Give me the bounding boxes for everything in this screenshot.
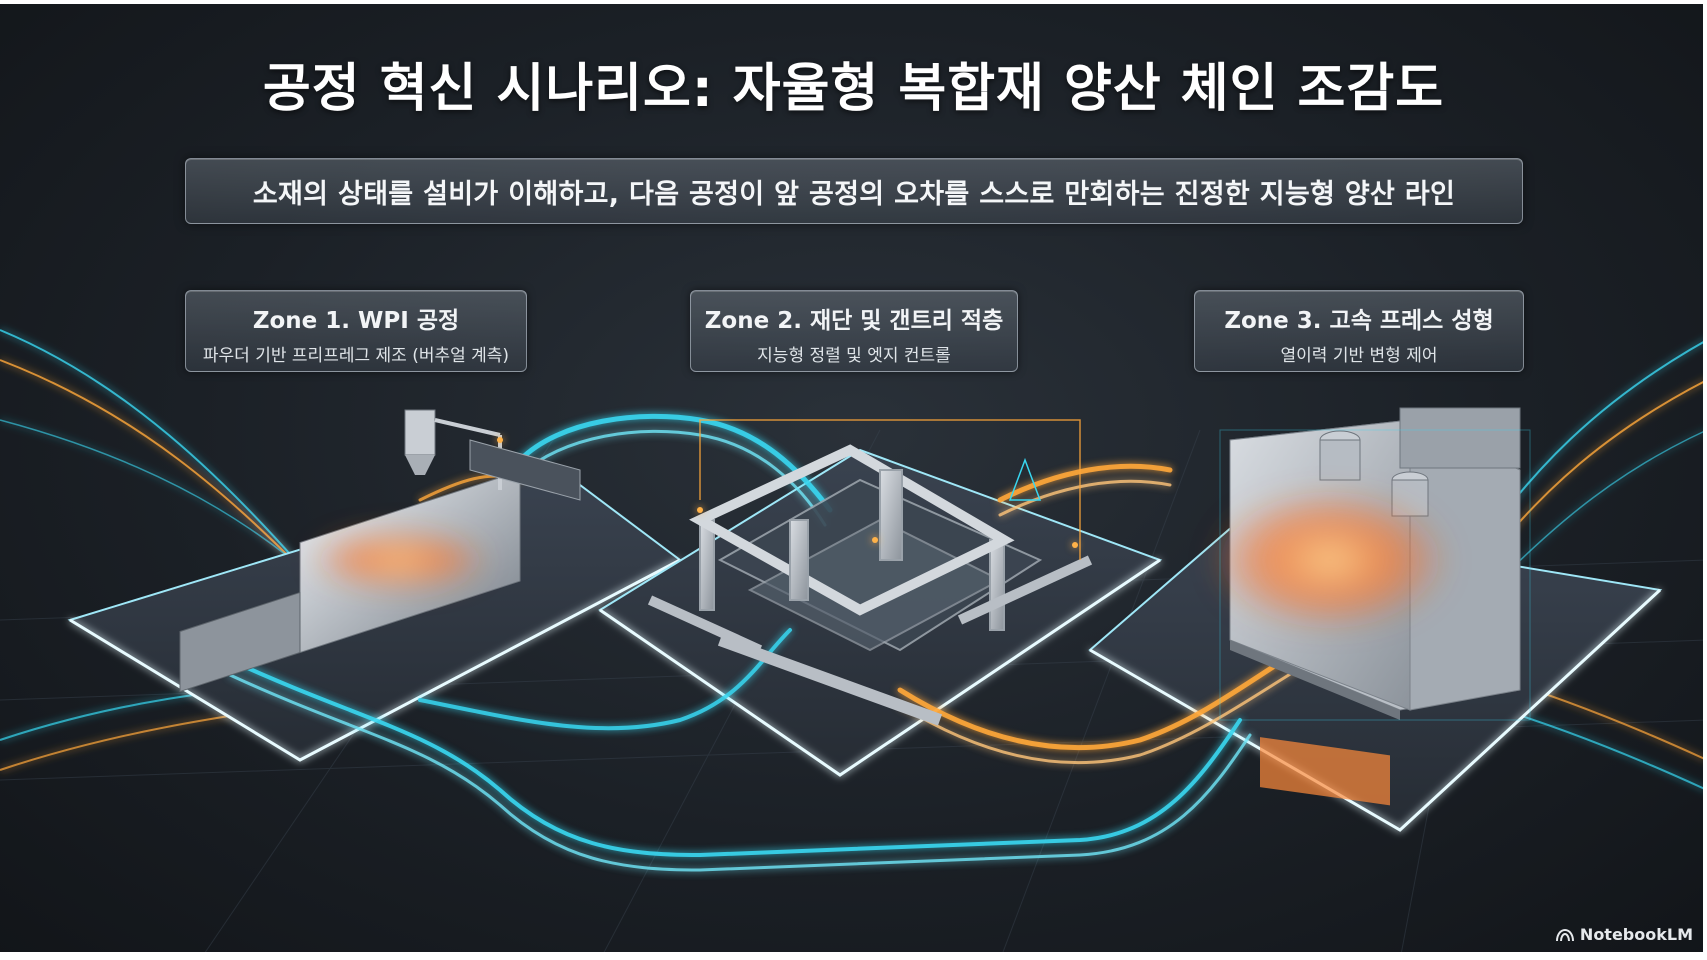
right-edge: [1703, 0, 1707, 960]
top-edge: [0, 0, 1707, 4]
notebooklm-logo-icon: [1555, 928, 1574, 941]
glow-sparks: [497, 437, 1078, 548]
subtitle-banner: 소재의 상태를 설비가 이해하고, 다음 공정이 앞 공정의 오차를 스스로 만…: [185, 158, 1523, 224]
orange-data-flow: [418, 463, 1307, 765]
zone-1-subtitle: 파우더 기반 프리프레그 제조 (버추얼 계측): [202, 346, 510, 366]
zone-1-label: Zone 1. WPI 공정 파우더 기반 프리프레그 제조 (버추얼 계측): [185, 290, 527, 372]
bottom-edge: [0, 952, 1707, 960]
high-speed-press-machine: [1210, 407, 1531, 806]
brand-label: NotebookLM: [1579, 925, 1693, 944]
zone-2-title: Zone 2. 재단 및 갠트리 적층: [704, 308, 1004, 334]
zone-3-subtitle: 열이력 기반 변형 제어: [1280, 346, 1438, 366]
wpi-prepreg-machine: [179, 409, 581, 693]
gantry-stacking-machine: [647, 419, 1093, 726]
zone-2-label: Zone 2. 재단 및 갠트리 적층 지능형 정렬 및 엣지 컨트롤: [690, 290, 1018, 372]
page-title: 공정 혁신 시나리오: 자율형 복합재 양산 체인 조감도: [262, 59, 1445, 119]
brand-watermark: NotebookLM: [1555, 925, 1693, 944]
zone-3-title: Zone 3. 고속 프레스 성형: [1224, 308, 1494, 334]
zone-1-title: Zone 1. WPI 공정: [252, 308, 460, 334]
zone-3-label: Zone 3. 고속 프레스 성형 열이력 기반 변형 제어: [1194, 290, 1524, 372]
zone-2-subtitle: 지능형 정렬 및 엣지 컨트롤: [757, 346, 951, 366]
subtitle-text: 소재의 상태를 설비가 이해하고, 다음 공정이 앞 공정의 오차를 스스로 만…: [252, 178, 1456, 210]
